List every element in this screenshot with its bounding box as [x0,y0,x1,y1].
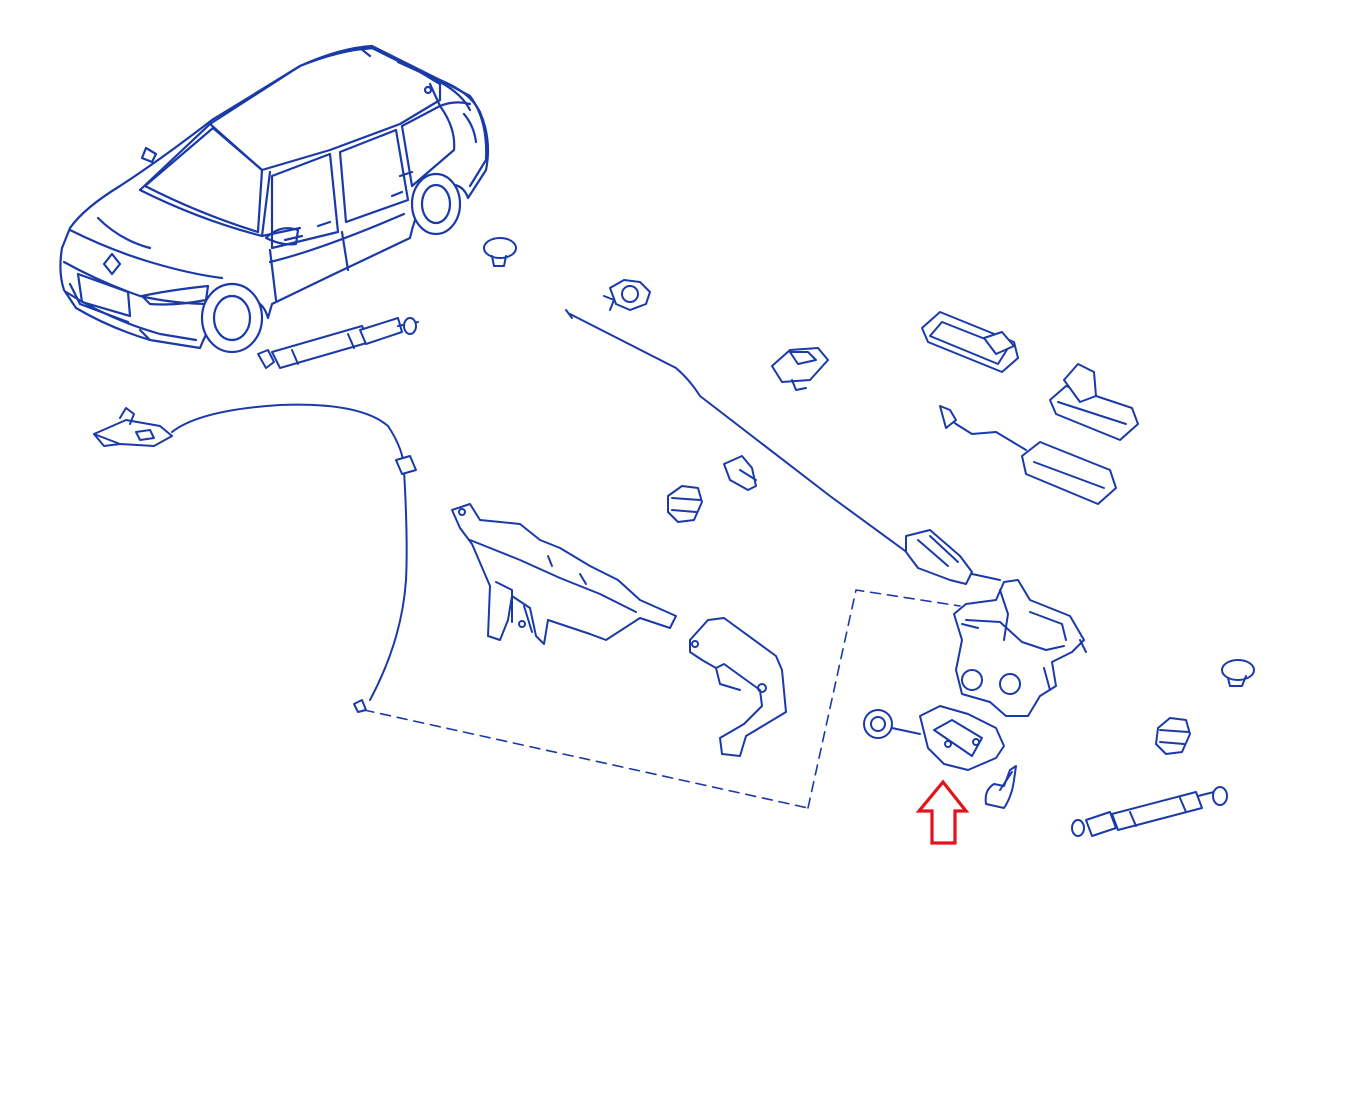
license-lamp-upper [921,311,1019,373]
clip-small [723,455,757,491]
striker-plate [919,705,1005,771]
bump-stop-right [1155,717,1191,755]
rubber-buffer-small [863,709,921,739]
gas-strut-right [1071,786,1228,837]
license-lamp-middle [1049,363,1139,441]
tailgate-lock-mechanism [953,579,1087,717]
control-rod [565,309,1001,585]
license-lamp-lower [939,405,1117,505]
highlight-arrow-icon [915,779,970,845]
clip-upper [603,279,651,311]
rubber-buffer-right [1221,659,1255,687]
screw [984,765,1017,809]
bump-stop-left [667,485,703,523]
lock-bracket [451,503,677,645]
vehicle-illustration [59,44,490,354]
release-cable [93,403,961,809]
gas-strut-left [257,317,419,369]
support-bracket [689,617,787,757]
clip-middle [771,347,829,391]
rubber-buffer-top [483,237,517,267]
